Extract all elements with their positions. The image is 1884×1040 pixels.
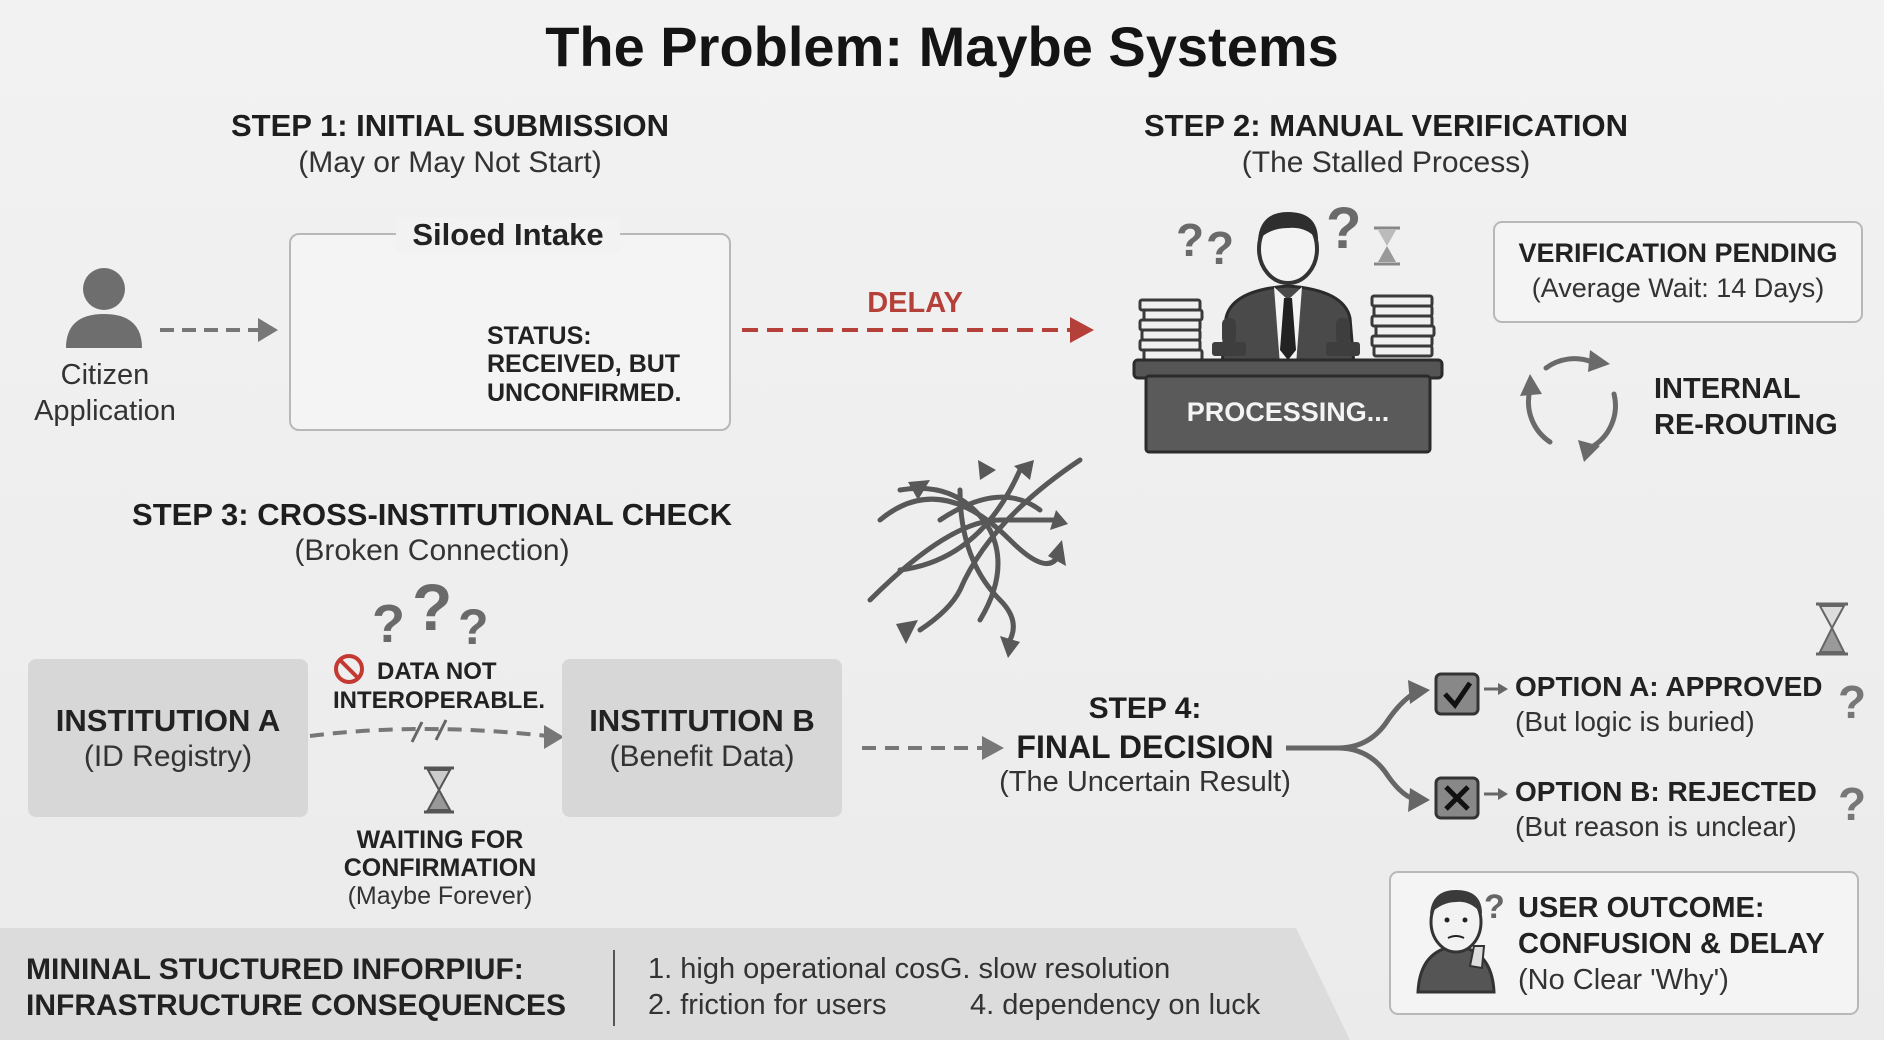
institution-a-name: INSTITUTION A: [55, 703, 281, 738]
svg-text:?: ?: [412, 570, 452, 644]
institution-b-subtitle: (Benefit Data): [609, 740, 795, 773]
svg-text:?: ?: [1176, 214, 1204, 266]
rerouting-label-2: RE-ROUTING: [1654, 409, 1838, 441]
data-warning-line-1: DATA NOT: [377, 658, 497, 685]
branch-arrows: [1286, 689, 1418, 803]
bureaucrat-icon: [1220, 212, 1356, 367]
break-mark: [410, 719, 448, 743]
footer-item-2: 2. friction for users: [648, 989, 887, 1021]
hourglass-icon: [424, 766, 454, 814]
svg-text:?: ?: [1326, 196, 1361, 261]
waiting-line-2: CONFIRMATION: [343, 854, 537, 882]
footer-band: [0, 928, 1350, 1040]
desk-processing-label: PROCESSING...: [1186, 397, 1390, 427]
option-b-label: OPTION B: REJECTED: [1515, 776, 1817, 807]
checkbox-rejected-icon: [1434, 776, 1480, 820]
svg-text:?: ?: [1838, 778, 1866, 830]
footer-heading-1: MININAL STUCTURED INFORPIUF:: [26, 953, 524, 986]
institution-a-box: [28, 659, 308, 817]
waiting-line-3: (Maybe Forever): [347, 882, 533, 910]
svg-text:?: ?: [458, 599, 489, 655]
outcome-title-1: USER OUTCOME:: [1518, 892, 1765, 924]
step4-heading-2: FINAL DECISION: [1016, 729, 1274, 765]
step1-heading: STEP 1: INITIAL SUBMISSION: [230, 108, 670, 143]
tangled-arrowheads: [896, 460, 1068, 658]
verification-pending-box: [1493, 221, 1863, 323]
delay-label: DELAY: [867, 287, 963, 319]
siloed-intake-title: Siloed Intake: [396, 217, 620, 253]
svg-text:?: ?: [372, 594, 405, 654]
confused-person-icon: [1416, 890, 1496, 994]
step1-subtitle: (May or May Not Start): [298, 146, 602, 179]
footer-item-4: 4. dependency on luck: [970, 989, 1261, 1021]
step2-subtitle: (The Stalled Process): [1241, 146, 1531, 179]
step4-heading-1: STEP 4:: [1088, 692, 1202, 725]
question-marks-icon: ? ? ?: [372, 570, 489, 655]
question-mark-icon: ?: [1484, 888, 1505, 926]
paper-stack-icon: [1370, 294, 1436, 358]
outcome-title-2: CONFUSION & DELAY: [1518, 928, 1825, 960]
cycle-arrows-icon: [1526, 356, 1618, 451]
checkbox-approved-icon: [1434, 672, 1480, 716]
siloed-intake-box: [289, 233, 731, 431]
page-title: The Problem: Maybe Systems: [545, 15, 1339, 78]
rerouting-label-1: INTERNAL: [1654, 373, 1801, 405]
cycle-arrowheads: [1520, 350, 1610, 462]
application-label: Application: [34, 395, 176, 427]
citizen-label: Citizen: [60, 359, 150, 391]
data-warning-line-2: INTEROPERABLE.: [333, 687, 546, 714]
citizen-icon: [66, 268, 142, 348]
institution-b-box: [562, 659, 842, 817]
step4-subtitle: (The Uncertain Result): [999, 766, 1291, 798]
footer-item-1: 1. high operational cosG. slow resolutio…: [648, 953, 1171, 985]
prohibition-icon: [334, 654, 364, 684]
status-line-3: UNCONFIRMED.: [487, 379, 682, 407]
waiting-line-1: WAITING FOR: [356, 826, 524, 854]
question-marks-icon: ? ?: [1838, 676, 1866, 830]
status-line-1: STATUS:: [487, 322, 592, 350]
institution-a-subtitle: (ID Registry): [83, 740, 253, 773]
step3-subtitle: (Broken Connection): [294, 534, 570, 567]
paper-stack-icon: [1138, 298, 1204, 362]
option-a-subtitle: (But logic is buried): [1515, 706, 1755, 737]
hourglass-icon: [1374, 226, 1400, 266]
broken-connection-arrow: [309, 727, 549, 738]
option-a-label: OPTION A: APPROVED: [1515, 671, 1823, 702]
svg-text:?: ?: [1838, 676, 1866, 728]
verification-pending-subtitle: (Average Wait: 14 Days): [1531, 273, 1825, 303]
outcome-subtitle: (No Clear 'Why'): [1518, 964, 1729, 996]
verification-pending-title: VERIFICATION PENDING: [1518, 238, 1838, 268]
svg-text:?: ?: [1206, 222, 1234, 274]
hourglass-icon: [1816, 602, 1848, 656]
desk-icon: [1132, 358, 1444, 454]
outcome-box: [1389, 871, 1859, 1015]
stamp-icon: [1212, 318, 1360, 356]
question-marks-icon: ? ? ?: [1176, 196, 1361, 274]
status-line-2: RECEIVED, BUT: [487, 350, 681, 378]
step2-heading: STEP 2: MANUAL VERIFICATION: [1144, 108, 1628, 143]
step3-heading: STEP 3: CROSS-INSTITUTIONAL CHECK: [132, 497, 732, 532]
footer-heading-2: INFRASTRUCTURE CONSEQUENCES: [26, 989, 567, 1022]
option-b-subtitle: (But reason is unclear): [1515, 811, 1797, 842]
institution-b-name: INSTITUTION B: [589, 703, 815, 738]
tangled-arrows-icon: [867, 457, 1083, 643]
